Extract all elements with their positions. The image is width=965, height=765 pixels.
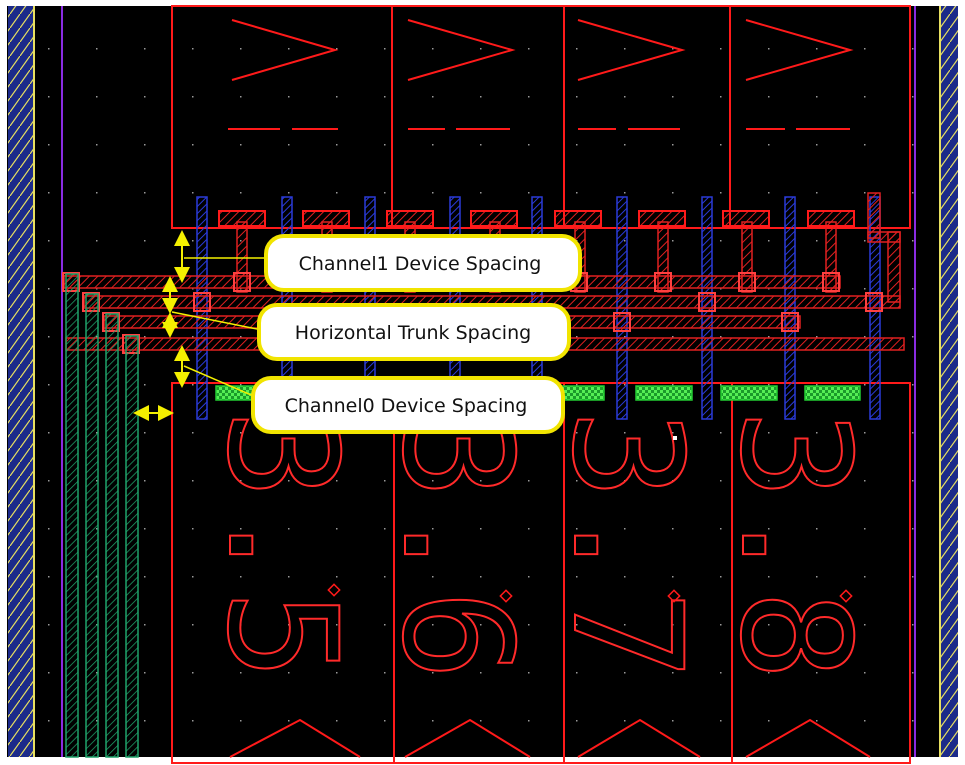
diffusion-pad	[804, 385, 861, 401]
marker-diamond	[499, 589, 513, 603]
green-trunk-3	[105, 313, 119, 758]
via	[822, 272, 840, 292]
device-labels: 3.5 3.6 3.7 3.8	[193, 409, 882, 682]
via	[738, 272, 756, 292]
device-label-3: 3.7	[539, 410, 713, 681]
device-label-1: 3.5	[194, 410, 368, 681]
callout-leader	[171, 311, 263, 331]
via	[865, 292, 883, 312]
top-glyph-4	[745, 19, 854, 81]
top-contact-pads	[218, 210, 855, 227]
callout-label-channel0: Channel0 Device Spacing	[285, 395, 528, 417]
bottom-glyph-1	[229, 718, 361, 758]
top-device-4	[729, 5, 911, 229]
marker-diamond	[667, 589, 681, 603]
callout-box	[264, 234, 582, 292]
via	[654, 272, 672, 292]
bottom-diffusion-pads	[215, 385, 861, 401]
bottom-glyph-3	[577, 718, 701, 758]
contact-pad-icon	[722, 210, 770, 227]
top-glyph-3	[577, 19, 686, 81]
callout-channel1: Channel1 Device Spacing	[264, 234, 582, 292]
via	[781, 312, 799, 332]
green-trunk-1	[65, 273, 79, 758]
marker-diamond	[839, 589, 853, 603]
green-trunk-4	[125, 335, 139, 758]
top-glyph-2	[407, 19, 516, 81]
frame-top	[0, 0, 965, 6]
marker-diamond	[327, 583, 341, 597]
contact-pad-icon	[807, 210, 855, 227]
callout-box	[257, 303, 571, 361]
bottom-device-4	[731, 382, 911, 764]
bottom-glyph-4	[745, 718, 871, 758]
via	[233, 272, 251, 292]
callout-trunk: Horizontal Trunk Spacing	[257, 303, 571, 361]
top-glyph-1	[231, 19, 339, 81]
marker-dot	[673, 436, 677, 440]
callout-label-trunk: Horizontal Trunk Spacing	[295, 322, 531, 344]
diffusion-pad	[635, 385, 693, 401]
contact-pad-icon	[470, 210, 518, 227]
left-power-rail	[8, 6, 34, 757]
spacing-arrows	[133, 230, 268, 421]
green-trunk-2	[85, 293, 99, 758]
callout-label-channel1: Channel1 Device Spacing	[299, 253, 542, 275]
via	[613, 312, 631, 332]
bottom-glyph-2	[404, 718, 531, 758]
device-label-2: 3.6	[369, 410, 543, 681]
contact-pad-icon	[386, 210, 434, 227]
frame-bottom	[0, 757, 965, 765]
red-strap	[887, 231, 901, 303]
via	[193, 292, 211, 312]
callout-channel0: Channel0 Device Spacing	[251, 376, 565, 434]
diffusion-pad	[720, 385, 778, 401]
frame-left	[0, 0, 7, 765]
vertical-green-trunks	[65, 273, 139, 758]
frame-right	[958, 0, 965, 765]
contact-pad-icon	[302, 210, 350, 227]
right-power-rail	[940, 6, 958, 757]
callout-leader	[183, 365, 259, 399]
device-label-4: 3.8	[707, 410, 881, 681]
contact-pad-icon	[638, 210, 686, 227]
contact-pad-icon	[554, 210, 602, 227]
contact-pad-icon	[218, 210, 266, 227]
top-device-row	[171, 5, 911, 229]
via	[698, 292, 716, 312]
callout-box	[251, 376, 565, 434]
